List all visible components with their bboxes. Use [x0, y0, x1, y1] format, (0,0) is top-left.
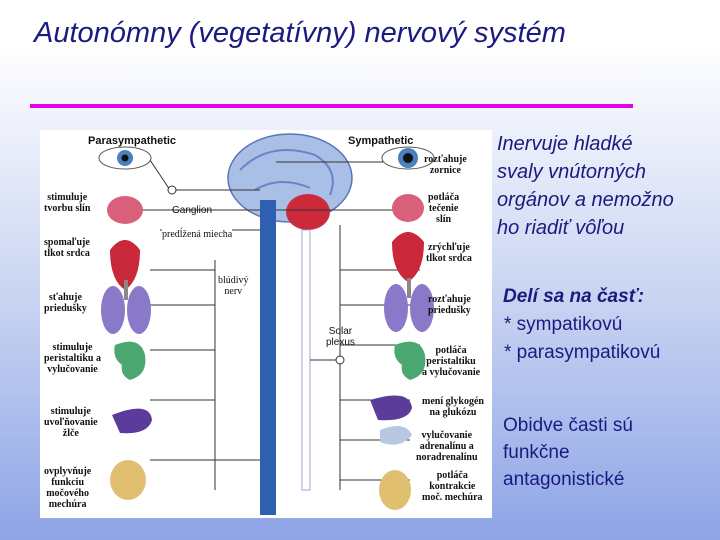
lungs-icon-right — [384, 278, 434, 332]
right-label-heart: zrýchľuje tlkot srdca — [426, 242, 472, 264]
liver-icon-right — [370, 395, 412, 421]
slide-title: Autonómny (vegetatívny) nervový systém — [34, 17, 566, 49]
parasympathetic-header: Parasympathetic — [88, 135, 177, 147]
stomach-icon-left — [114, 341, 146, 380]
vagus-nerve-label: blúdivý nerv — [218, 275, 249, 297]
left-label-bronchi: sťahuje priedušky — [44, 292, 87, 314]
right-label-glycogen: mení glykogén na glukózu — [422, 396, 484, 418]
intro-line: orgánov a nemožno — [497, 189, 674, 211]
part-item-sympathetic: * sympatikovú — [504, 314, 623, 335]
liver-icon-left — [112, 408, 152, 434]
left-label-peristalsis: stimuluje peristaltiku a vylučovanie — [44, 342, 101, 375]
closing-line: Obidve časti sú — [503, 415, 633, 436]
right-label-adrenaline: vylučovanie adrenalínu a noradrenalínu — [416, 430, 478, 463]
bladder-icon-left — [110, 460, 146, 500]
spinal-cord — [260, 200, 276, 515]
part-item-parasympathetic: * parasympatikovú — [504, 342, 661, 363]
intro-text: Inervuje hladké svaly vnútorných orgánov… — [497, 130, 715, 242]
right-label-peristalsis: potláča peristaltiku a vylučovanie — [422, 345, 481, 378]
left-label-bladder: ovplyvňuje funkciu močového mechúra — [44, 466, 92, 510]
adrenal-gland-icon — [380, 426, 412, 445]
intro-line: ho riadiť vôľou — [497, 217, 625, 239]
right-label-bladder: potláča kontrakcie moč. mechúra — [422, 470, 483, 503]
sympathetic-header: Sympathetic — [348, 135, 414, 147]
bladder-icon-right — [379, 470, 411, 510]
stomach-icon-right — [394, 341, 426, 380]
intro-line: Inervuje hladké — [497, 133, 633, 155]
anatomy-illustration — [98, 133, 435, 515]
closing-line: antagonistické — [503, 469, 625, 490]
eye-icon-left — [98, 146, 152, 170]
heart-icon-left — [110, 240, 140, 290]
parts-block: Delí sa na časť: * sympatikovú * parasym… — [503, 283, 713, 367]
parts-heading: Delí sa na časť: — [503, 286, 645, 307]
salivary-gland-icon-right — [392, 194, 424, 222]
solar-plexus-label: Solar plexus — [326, 326, 355, 348]
cerebellum-icon — [286, 194, 330, 230]
right-label-pupils: rozťahuje zornice — [424, 154, 467, 176]
heart-icon-right — [392, 232, 424, 282]
right-label-bronchi: rozťahuje priedušky — [428, 294, 471, 316]
right-label-saliva: potláča tečenie slín — [428, 192, 460, 225]
eye-icon-right — [381, 146, 435, 170]
ganglion-label: Ganglion — [172, 205, 213, 216]
title-underline — [30, 104, 633, 108]
salivary-gland-icon-left — [107, 196, 143, 224]
lungs-icon-left — [101, 280, 151, 334]
left-label-saliva: stimuluje tvorbu slín — [44, 192, 91, 214]
intro-line: svaly vnútorných — [497, 161, 646, 183]
closing-line: funkčne — [503, 442, 570, 463]
medulla-label: predĺžená miecha — [162, 229, 233, 240]
nervous-system-figure: Parasympathetic Sympathetic Ganglion pre… — [40, 130, 492, 518]
closing-text: Obidve časti sú funkčne antagonistické — [503, 412, 713, 493]
left-label-bile: stimuluje uvoľňovanie žlče — [44, 406, 98, 439]
left-label-heart: spomaľuje tlkot srdca — [44, 237, 90, 259]
